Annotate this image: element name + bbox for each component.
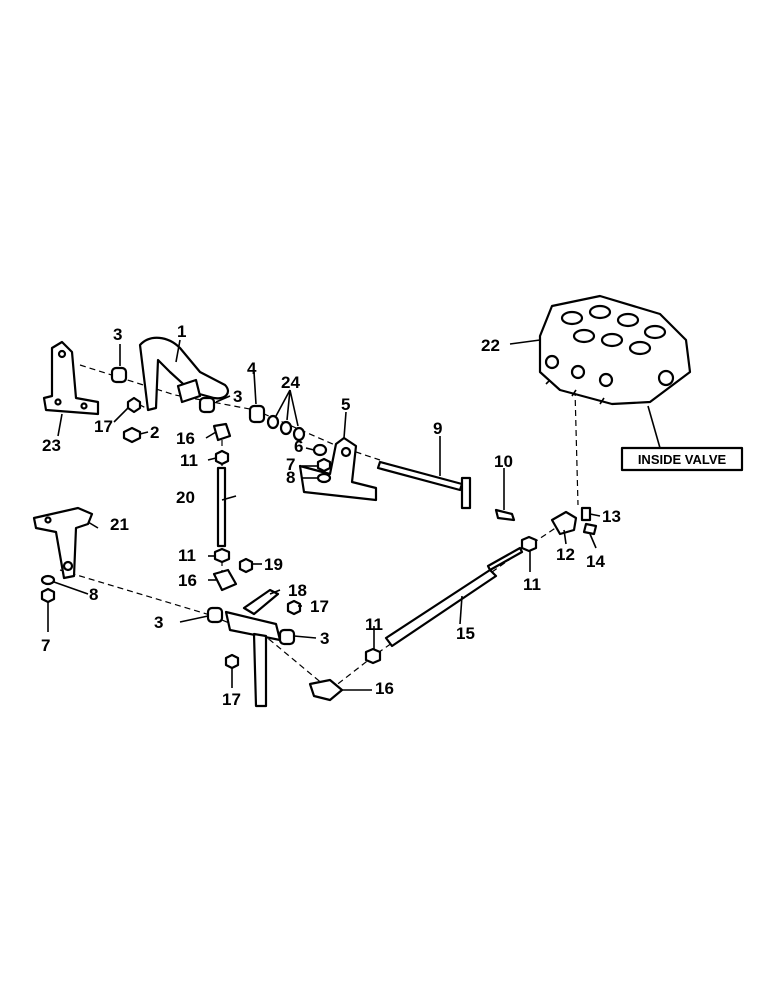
- callout-16: 16: [176, 429, 195, 448]
- nut-11a: [214, 449, 230, 466]
- callout-3: 3: [320, 629, 329, 648]
- rod-15: [384, 546, 524, 648]
- bracket-5: [298, 436, 378, 502]
- bushing-3b: [198, 396, 216, 414]
- callout-11: 11: [523, 575, 541, 594]
- rod-end-16b: [212, 568, 238, 592]
- nut-11b: [213, 547, 231, 564]
- callout-21: 21: [110, 515, 129, 534]
- callout-20: 20: [176, 488, 195, 507]
- callout-16: 16: [375, 679, 394, 698]
- pedal-1: [138, 336, 230, 412]
- bolt-10: [494, 508, 516, 522]
- bushing-3c: [206, 606, 224, 624]
- callout-17: 17: [222, 690, 241, 709]
- nut-11c: [520, 535, 538, 553]
- bushing-3a: [110, 366, 128, 384]
- leader-lines: [47, 339, 601, 691]
- callout-labels: 1 3 3 4 24 17 2 16 11 20 23 5 6 7 8 9 10…: [41, 322, 621, 709]
- callout-17: 17: [310, 597, 329, 616]
- callout-15: 15: [456, 624, 475, 643]
- bracket-23: [42, 340, 100, 416]
- callout-10: 10: [494, 452, 513, 471]
- assembly-lines: [59, 364, 579, 691]
- lever-18: [224, 588, 282, 708]
- pin-13: [580, 506, 592, 522]
- cotter-14: [582, 522, 598, 536]
- rod-end-16c: [308, 678, 344, 702]
- bolt-2: [122, 426, 142, 444]
- bolt-19: [238, 557, 254, 574]
- inside-valve-box: [620, 446, 744, 472]
- callout-19: 19: [264, 555, 283, 574]
- callout-2: 2: [150, 423, 159, 442]
- washer-8b: [40, 574, 56, 586]
- callout-12: 12: [556, 545, 575, 564]
- nut-7a: [316, 457, 332, 473]
- bracket-21: [32, 506, 94, 580]
- callout-22: 22: [481, 336, 500, 355]
- callout-16: 16: [178, 571, 197, 590]
- inside-valve-leader: [647, 405, 661, 449]
- callout-17: 17: [94, 417, 113, 436]
- callout-23: 23: [42, 436, 61, 455]
- callout-11: 11: [180, 451, 198, 470]
- callout-9: 9: [433, 419, 442, 438]
- clevis-12: [550, 510, 578, 536]
- nut-17b: [286, 599, 302, 616]
- callout-3: 3: [154, 613, 163, 632]
- callout-8: 8: [286, 468, 295, 487]
- rod-end-16a: [212, 422, 232, 442]
- callout-14: 14: [586, 552, 605, 571]
- rod-20: [216, 466, 227, 548]
- bushing-3d: [278, 628, 296, 646]
- nut-17a: [126, 396, 142, 414]
- inside-valve-label: INSIDE VALVE: [638, 452, 727, 467]
- nut-17c: [224, 653, 240, 670]
- washer-8a: [316, 472, 332, 484]
- callout-8: 8: [89, 585, 98, 604]
- shaft-9: [376, 460, 472, 510]
- nut-7b: [40, 587, 56, 604]
- washers-24: [266, 414, 306, 442]
- callout-7: 7: [286, 455, 295, 474]
- callout-7: 7: [41, 636, 50, 655]
- callout-3: 3: [113, 325, 122, 344]
- callout-6: 6: [294, 437, 303, 456]
- bushing-4: [248, 404, 266, 424]
- valve-22: [538, 294, 692, 406]
- washer-6: [312, 443, 328, 457]
- callout-3: 3: [233, 387, 242, 406]
- callout-18: 18: [288, 581, 307, 600]
- nut-11d: [364, 647, 382, 665]
- callout-4: 4: [247, 359, 257, 378]
- callout-13: 13: [602, 507, 621, 526]
- callout-11: 11: [365, 615, 383, 634]
- callout-11: 11: [178, 546, 196, 565]
- callout-1: 1: [177, 322, 186, 341]
- callout-24: 24: [281, 373, 300, 392]
- callout-5: 5: [341, 395, 350, 414]
